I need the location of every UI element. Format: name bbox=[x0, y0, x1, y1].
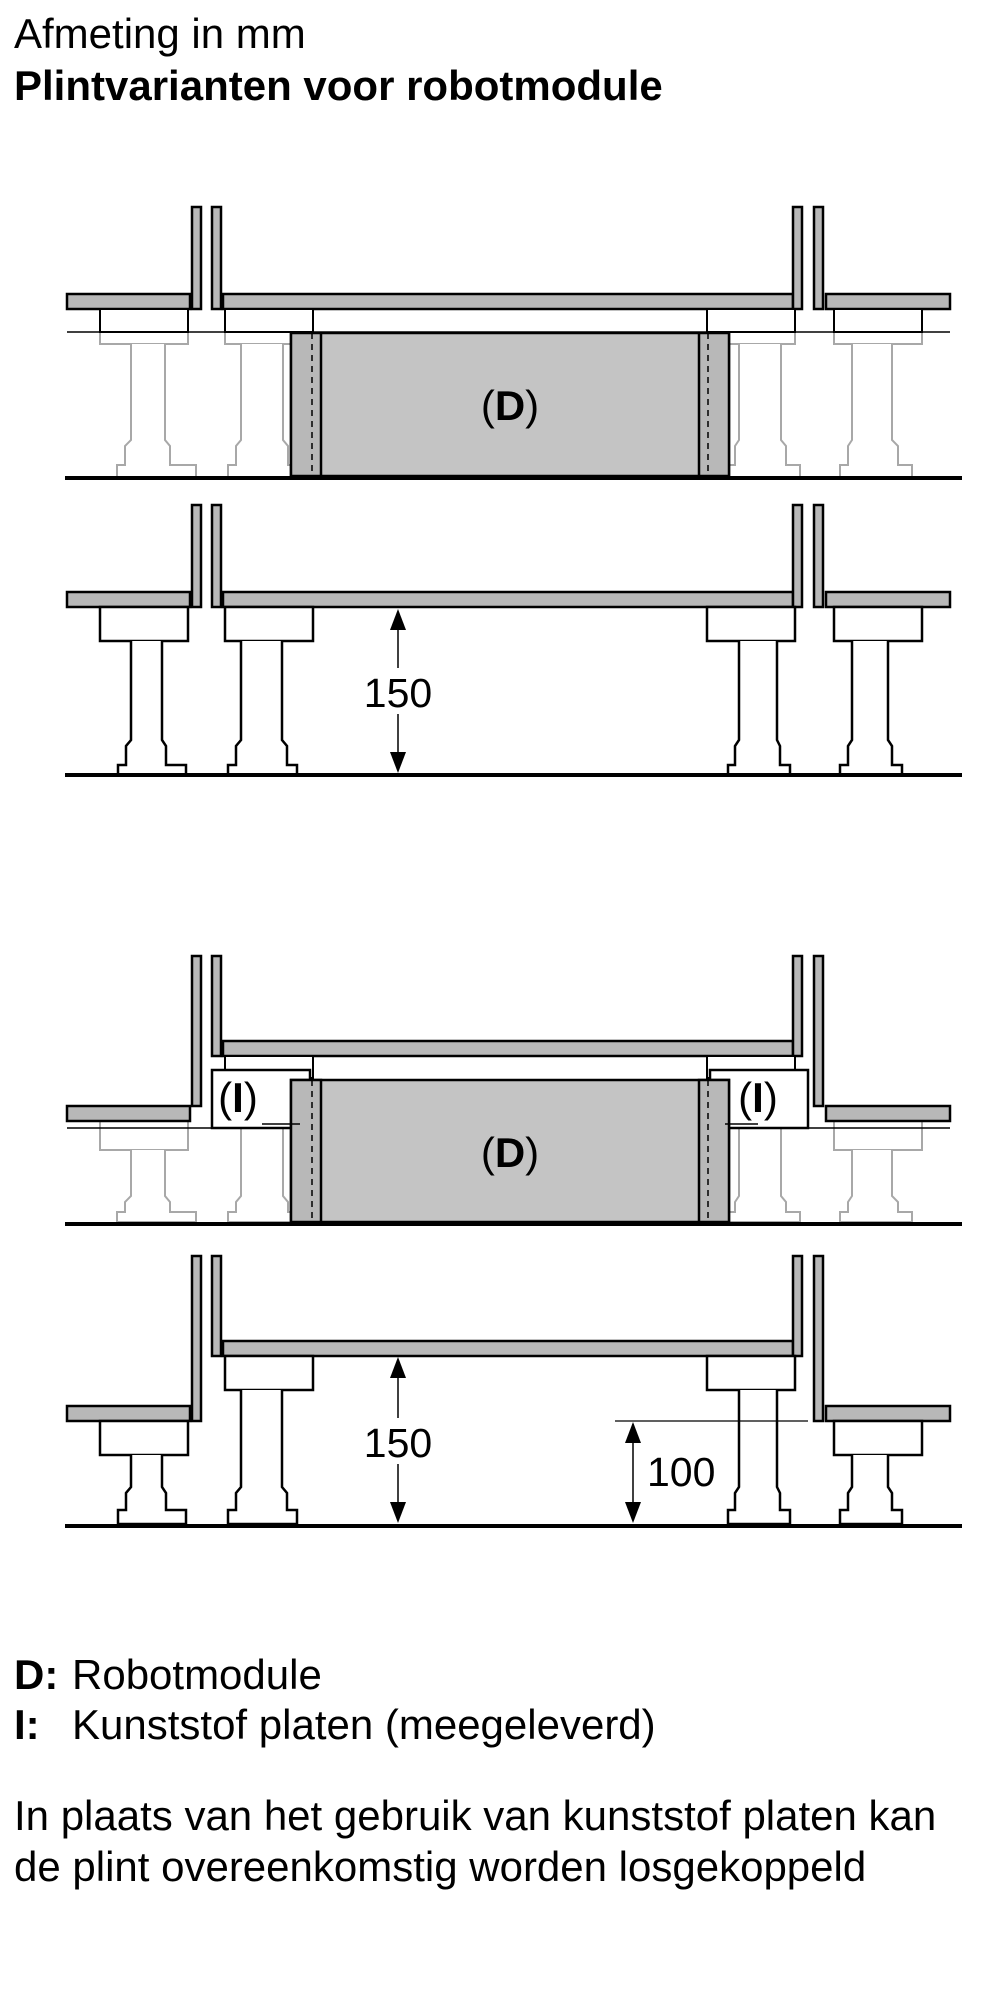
support-feet bbox=[98, 605, 924, 777]
header: Afmeting in mm Plintvarianten voor robot… bbox=[14, 8, 663, 112]
ghost-feet-2 bbox=[99, 1122, 923, 1223]
robot-module-2 bbox=[289, 1078, 731, 1224]
header-title: Plintvarianten voor robotmodule bbox=[14, 62, 663, 109]
diagram-plinth-150: 150 bbox=[65, 503, 962, 777]
diagram-plinth-150-100: 150 100 bbox=[65, 1254, 962, 1528]
plate-label-left: (I) bbox=[218, 1074, 258, 1121]
dimension-label-150-bottom: 150 bbox=[364, 1420, 432, 1466]
legend-text: Kunststof platen (meegeleverd) bbox=[72, 1701, 656, 1748]
legend-item-module: D: Robotmodule bbox=[14, 1650, 656, 1700]
legend-key: D: bbox=[14, 1651, 59, 1698]
robot-module bbox=[289, 331, 731, 478]
legend-text: Robotmodule bbox=[72, 1651, 322, 1698]
note-text: In plaats van het gebruik van kunststof … bbox=[14, 1792, 937, 1890]
diagram-module-flush: (D) bbox=[65, 205, 962, 480]
diagram-module-plates: (I) (I) (D) bbox=[65, 954, 962, 1226]
legend: D: Robotmodule I: Kunststof platen (meeg… bbox=[14, 1650, 656, 1750]
module-label-bottom: (D) bbox=[481, 1129, 539, 1176]
header-subtitle: Afmeting in mm bbox=[14, 10, 306, 57]
module-label-top: (D) bbox=[481, 382, 539, 429]
plinth-panels bbox=[65, 205, 952, 311]
support-feet-2 bbox=[98, 1354, 924, 1526]
legend-key: I: bbox=[14, 1701, 40, 1748]
legend-item-plates: I: Kunststof platen (meegeleverd) bbox=[14, 1700, 656, 1750]
dimension-label-150-top: 150 bbox=[364, 670, 432, 716]
plate-label-right: (I) bbox=[738, 1074, 778, 1121]
dimension-label-100: 100 bbox=[647, 1449, 715, 1495]
